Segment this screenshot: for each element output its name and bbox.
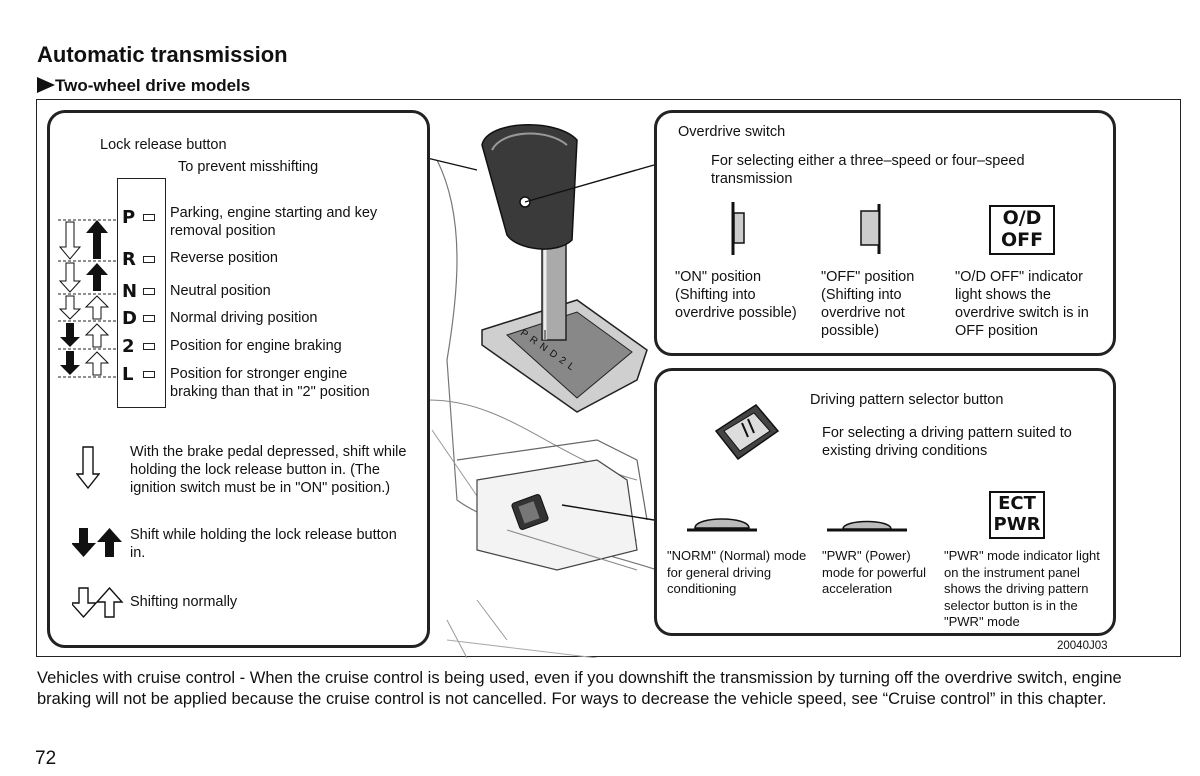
- ect-pwr-indicator-light: ECT PWR: [989, 491, 1045, 539]
- norm-mode-desc: "NORM" (Normal) mode for general driving…: [667, 548, 807, 596]
- transmission-figure: P R N D 2 L Lock release button To preve…: [36, 99, 1181, 658]
- gear-indicator-column: [117, 178, 166, 408]
- shifter-illustration: [426, 124, 658, 658]
- switch-on-icon: [731, 202, 745, 255]
- gear-desc-l: Position for stronger engine braking tha…: [170, 366, 370, 400]
- gear-indicator-mark: [143, 288, 155, 295]
- gear-indicator-mark: [143, 343, 155, 350]
- pattern-selector-button-icon: [714, 404, 780, 461]
- gear-desc-r: Reverse position: [170, 250, 278, 266]
- od-off-indicator-desc: "O/D OFF" indicator light shows the over…: [955, 269, 1089, 339]
- page-title: Automatic transmission: [37, 42, 288, 67]
- shift-arrows-diagram: [58, 219, 118, 378]
- driving-pattern-panel: Driving pattern selector button For sele…: [654, 368, 1116, 636]
- pwr-indicator-desc: "PWR" mode indicator light on the instru…: [944, 548, 1100, 629]
- gear-desc-d: Normal driving position: [170, 310, 318, 326]
- gear-position-panel: Lock release button To prevent misshifti…: [47, 110, 430, 648]
- section-subtitle: Two-wheel drive models: [37, 76, 250, 96]
- gear-desc-p: Parking, engine starting and key removal…: [170, 205, 378, 239]
- gear-indicator-mark: [143, 371, 155, 378]
- pattern-desc: For selecting a driving pattern suited t…: [822, 425, 1072, 459]
- gear-indicator-mark: [143, 315, 155, 322]
- gear-indicator-mark: [143, 214, 155, 221]
- overdrive-switch-panel: Overdrive switch For selecting either a …: [654, 110, 1116, 356]
- pattern-title: Driving pattern selector button: [810, 392, 1004, 408]
- lock-release-desc: To prevent misshifting: [178, 159, 319, 175]
- gear-indicator-mark: [143, 256, 155, 263]
- overdrive-desc: For selecting either a three–speed or fo…: [711, 153, 1025, 187]
- solid-up-down-arrow-icon: [72, 528, 122, 557]
- switch-off-desc: "OFF" position (Shifting into overdrive …: [821, 269, 915, 339]
- gear-letter-p: P: [122, 207, 136, 228]
- outline-down-arrow-icon: [76, 446, 100, 490]
- switch-on-desc: "ON" position (Shifting into overdrive p…: [675, 269, 797, 321]
- overdrive-title: Overdrive switch: [678, 124, 786, 140]
- lock-release-label: Lock release button: [100, 137, 227, 153]
- triangle-bullet-icon: [37, 77, 55, 93]
- legend-shift-normal: Shifting normally: [130, 594, 238, 610]
- legend-brake-shift: With the brake pedal depressed, shift wh…: [130, 444, 407, 496]
- gear-desc-n: Neutral position: [170, 283, 271, 299]
- outline-up-down-arrow-icon: [72, 587, 124, 619]
- figure-code: 20040J03: [1057, 640, 1108, 652]
- switch-off-icon: [860, 204, 881, 254]
- gear-letter-r: R: [122, 249, 136, 270]
- cruise-control-note: Vehicles with cruise control - When the …: [37, 669, 1122, 708]
- pwr-button-icon: [827, 520, 907, 532]
- gear-letter-d: D: [122, 308, 137, 329]
- pwr-mode-desc: "PWR" (Power) mode for powerful accelera…: [822, 548, 927, 596]
- gear-desc-2: Position for engine braking: [170, 338, 342, 354]
- gear-letter-l: L: [122, 364, 134, 385]
- od-off-indicator-light: O/D OFF: [989, 205, 1055, 255]
- gear-letter-2: 2: [122, 336, 135, 357]
- page-number: 72: [35, 748, 57, 769]
- norm-button-icon: [687, 518, 757, 532]
- gear-letter-n: N: [122, 281, 138, 302]
- legend-lock-shift: Shift while holding the lock release but…: [130, 527, 397, 561]
- subtitle-text: Two-wheel drive models: [55, 76, 251, 95]
